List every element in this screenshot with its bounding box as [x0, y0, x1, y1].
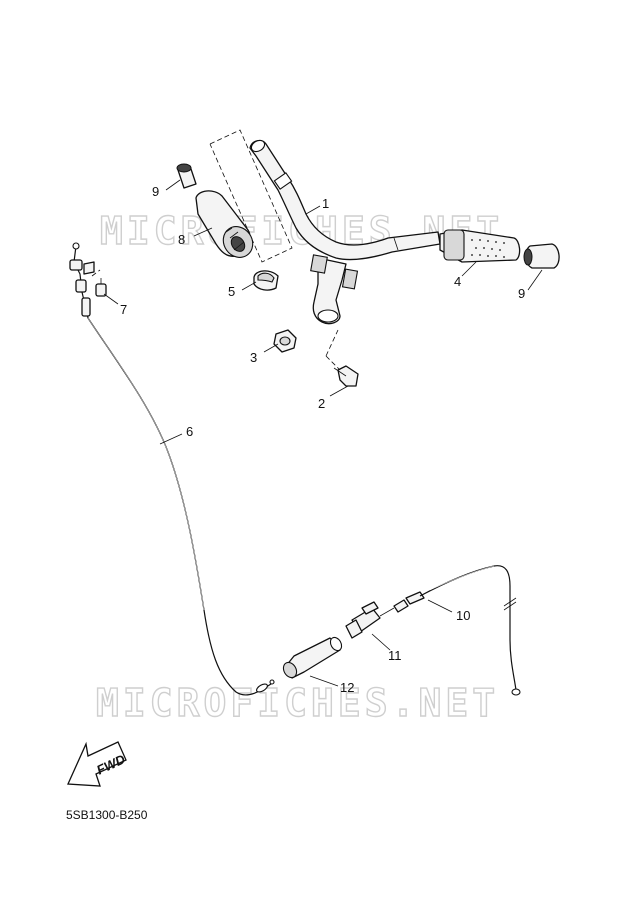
callout-8: 8 — [178, 232, 185, 247]
throttle-grip[interactable] — [195, 190, 259, 263]
assembly-frame — [209, 129, 293, 263]
callout-11: 11 — [388, 648, 402, 663]
brake-cable[interactable] — [393, 565, 521, 696]
cable-adjuster[interactable] — [345, 601, 395, 639]
callouts: 1 2 3 4 5 6 7 8 9 9 10 11 12 — [120, 184, 525, 695]
screw[interactable] — [91, 269, 107, 297]
watermark-bottom: MICROFICHES.NET — [96, 681, 499, 725]
callout-9-left: 9 — [152, 184, 159, 199]
callout-1: 1 — [322, 196, 329, 211]
cable-guide-cap[interactable] — [253, 270, 279, 291]
right-grip[interactable] — [439, 229, 521, 263]
throttle-cable[interactable] — [69, 242, 275, 696]
callout-3: 3 — [250, 350, 257, 365]
cable-junction[interactable] — [281, 635, 344, 679]
callout-12: 12 — [340, 680, 354, 695]
diagram-code: 5SB1300-B250 — [66, 808, 148, 822]
callout-2: 2 — [318, 396, 325, 411]
leader-lines — [103, 179, 543, 687]
callout-4: 4 — [454, 274, 461, 289]
handlebar[interactable] — [249, 138, 441, 325]
bolt[interactable] — [325, 329, 359, 387]
callout-9-right: 9 — [518, 286, 525, 301]
forward-direction-arrow: FWD — [67, 741, 128, 787]
callout-5: 5 — [228, 284, 235, 299]
callout-7: 7 — [120, 302, 127, 317]
callout-6: 6 — [186, 424, 193, 439]
callout-10: 10 — [456, 608, 470, 623]
bar-end-left[interactable] — [176, 163, 197, 189]
bar-end-right[interactable] — [523, 243, 560, 269]
nut[interactable] — [273, 329, 297, 353]
